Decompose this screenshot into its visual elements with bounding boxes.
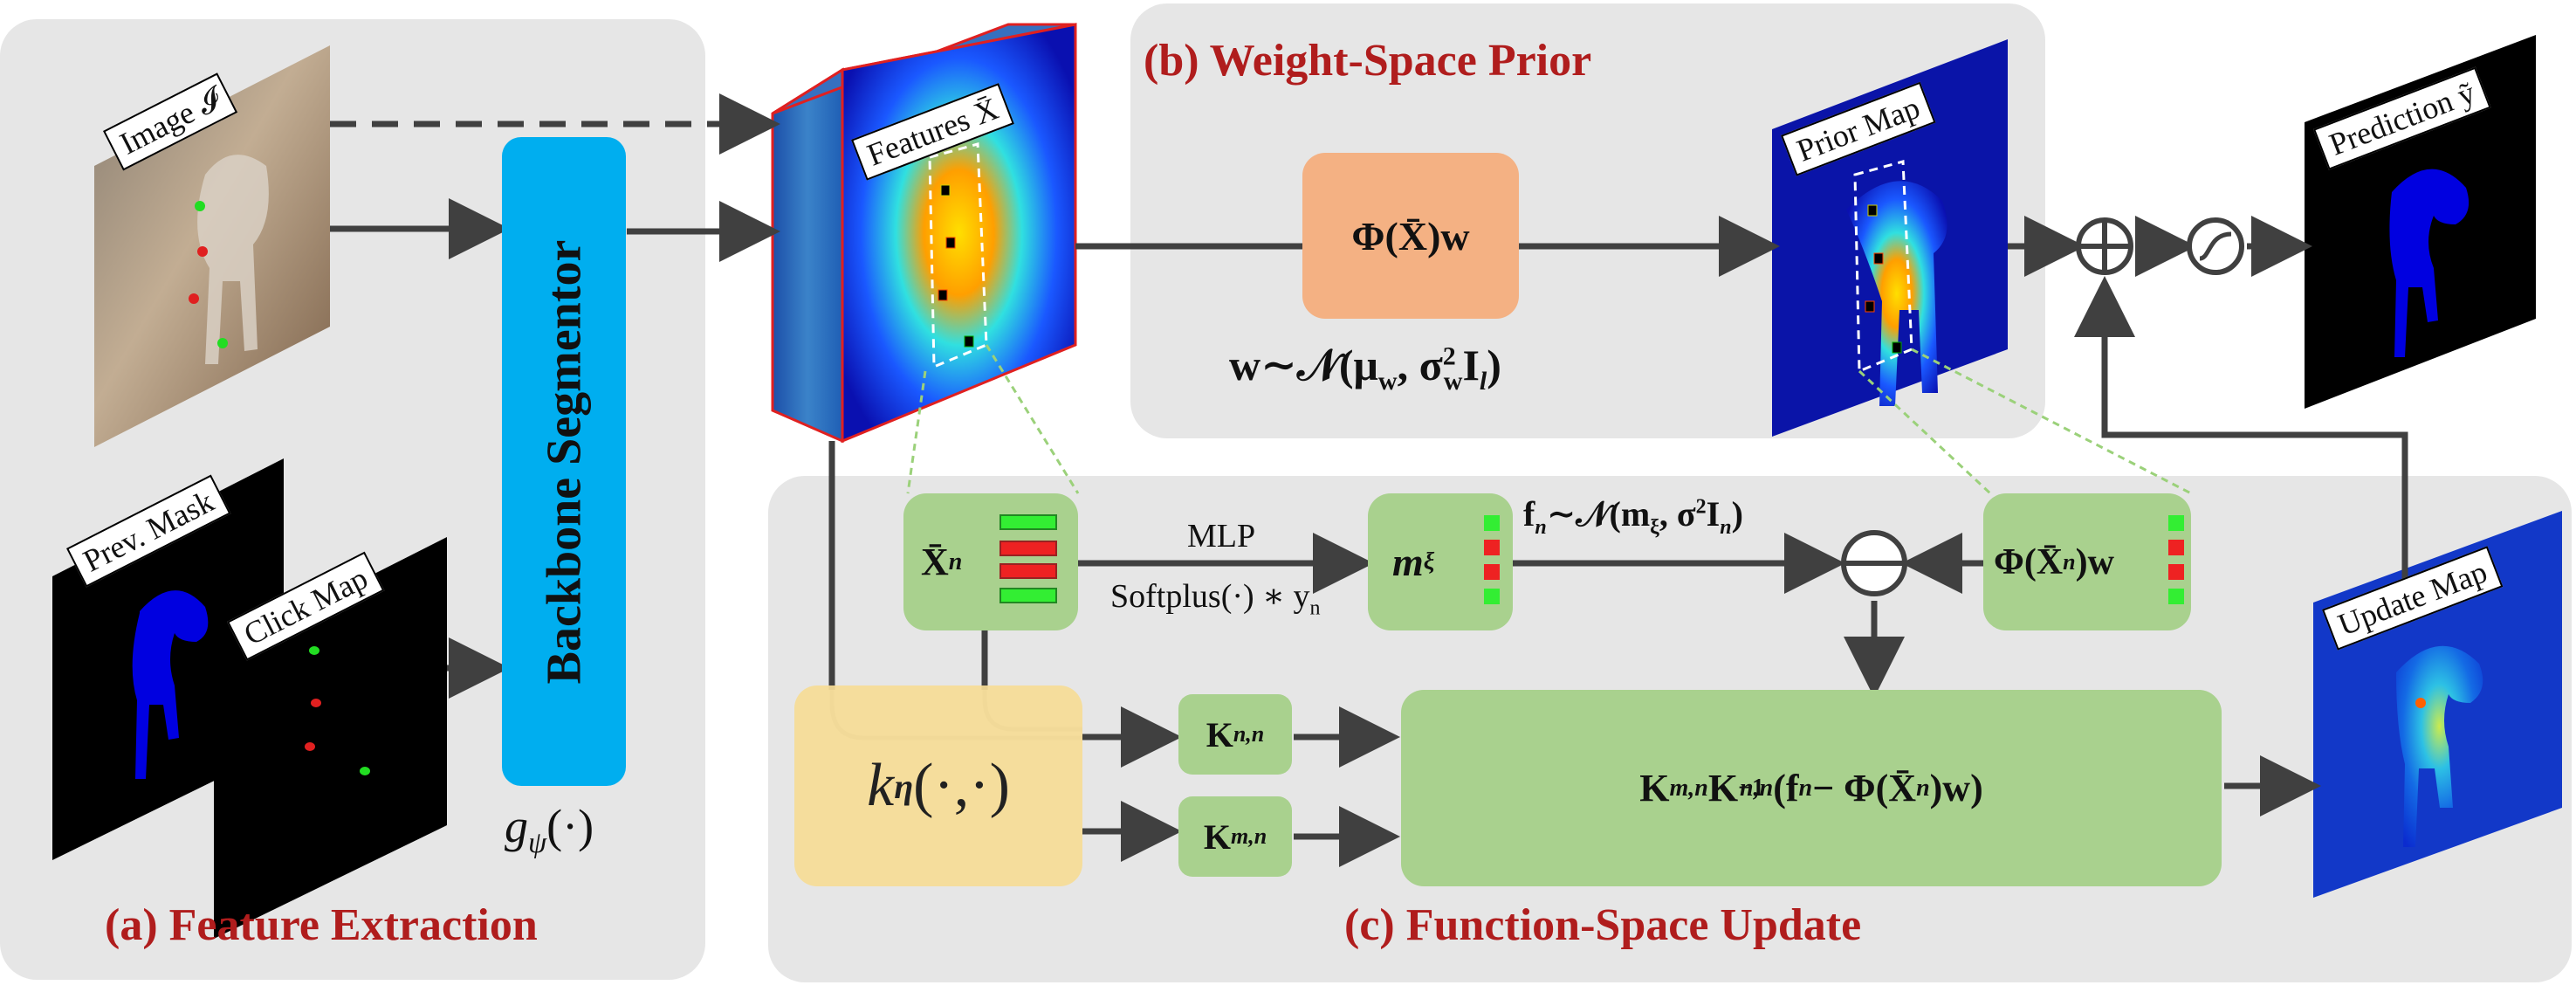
subtract-operator-icon — [1841, 530, 1907, 596]
m-xi-vector-icon — [1484, 515, 1500, 604]
xn-feature-stack-icon — [999, 514, 1057, 603]
softplus-label: Softplus(·) ∗ yn — [1110, 578, 1321, 620]
panel-c-title: (c) Function-Space Update — [1344, 900, 1862, 950]
fn-distribution-label: fn∼𝒩(mξ, σ2In) — [1523, 494, 1743, 539]
backbone-segmentor-label: Backbone Segmentor — [537, 239, 591, 684]
prior-phi-box: Φ(X̄)w — [1302, 153, 1519, 319]
connectors — [330, 93, 2408, 867]
prior-distribution-label: w∼𝒩(μw, σ2wIl) — [1229, 341, 1501, 396]
sigmoid-operator-icon — [2187, 217, 2244, 275]
panel-b-title: (b) Weight-Space Prior — [1144, 36, 1592, 86]
zoom-lines — [906, 344, 2192, 495]
backbone-function-label: gψ(·) — [505, 800, 594, 859]
backbone-segmentor-box: Backbone Segmentor — [502, 137, 626, 786]
phi-xn-box: Φ(X̄n)w — [1983, 493, 2191, 630]
add-operator-icon — [2076, 217, 2133, 275]
mlp-label: MLP — [1187, 518, 1256, 555]
features-cube — [771, 23, 1077, 444]
phi-xn-vector-icon — [2168, 515, 2184, 604]
panel-a-title: (a) Feature Extraction — [105, 900, 538, 950]
